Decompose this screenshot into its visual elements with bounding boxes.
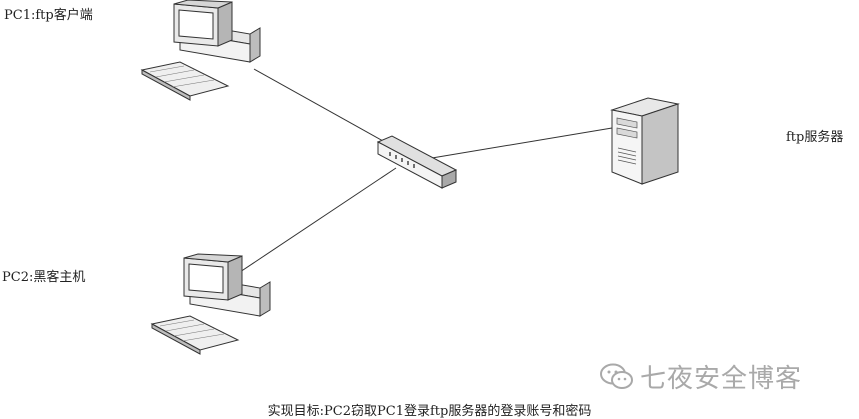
watermark: 七夜安全博客 <box>600 358 802 395</box>
server-label: ftp服务器 <box>786 130 844 145</box>
link-switch-server <box>431 127 613 159</box>
desktop-computer-icon <box>150 253 271 355</box>
link-switch-pc2 <box>233 167 397 277</box>
diagram-caption: 实现目标:PC2窃取PC1登录ftp服务器的登录账号和密码 <box>267 404 592 419</box>
pc1-label: PC1:ftp客户端 <box>4 8 93 23</box>
server-tower-icon <box>610 97 680 185</box>
link-pc1-switch <box>253 68 393 147</box>
desktop-computer-icon <box>140 0 261 101</box>
wechat-icon <box>600 363 633 389</box>
watermark-text: 七夜安全博客 <box>640 364 803 394</box>
network-switch-icon <box>376 135 458 189</box>
pc2-label: PC2:黑客主机 <box>2 270 86 285</box>
